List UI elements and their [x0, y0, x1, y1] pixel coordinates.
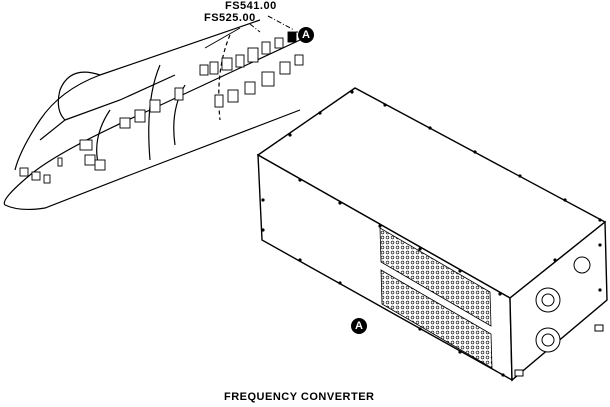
connectors: [514, 256, 604, 377]
fasteners: [261, 90, 602, 377]
pointer-line: [204, 27, 241, 49]
avionics-racks: [19, 31, 304, 184]
callout-a-aircraft: A: [298, 27, 314, 43]
station-label-fs541: FS541.00: [225, 0, 277, 12]
callout-a-unit: A: [351, 318, 367, 334]
figure-caption: FREQUENCY CONVERTER: [224, 391, 375, 403]
vent-grille-upper: [379, 227, 492, 327]
station-leader-lines: [249, 15, 298, 33]
station-label-fs525: FS525.00: [204, 12, 256, 24]
vent-grille-lower: [380, 269, 493, 369]
